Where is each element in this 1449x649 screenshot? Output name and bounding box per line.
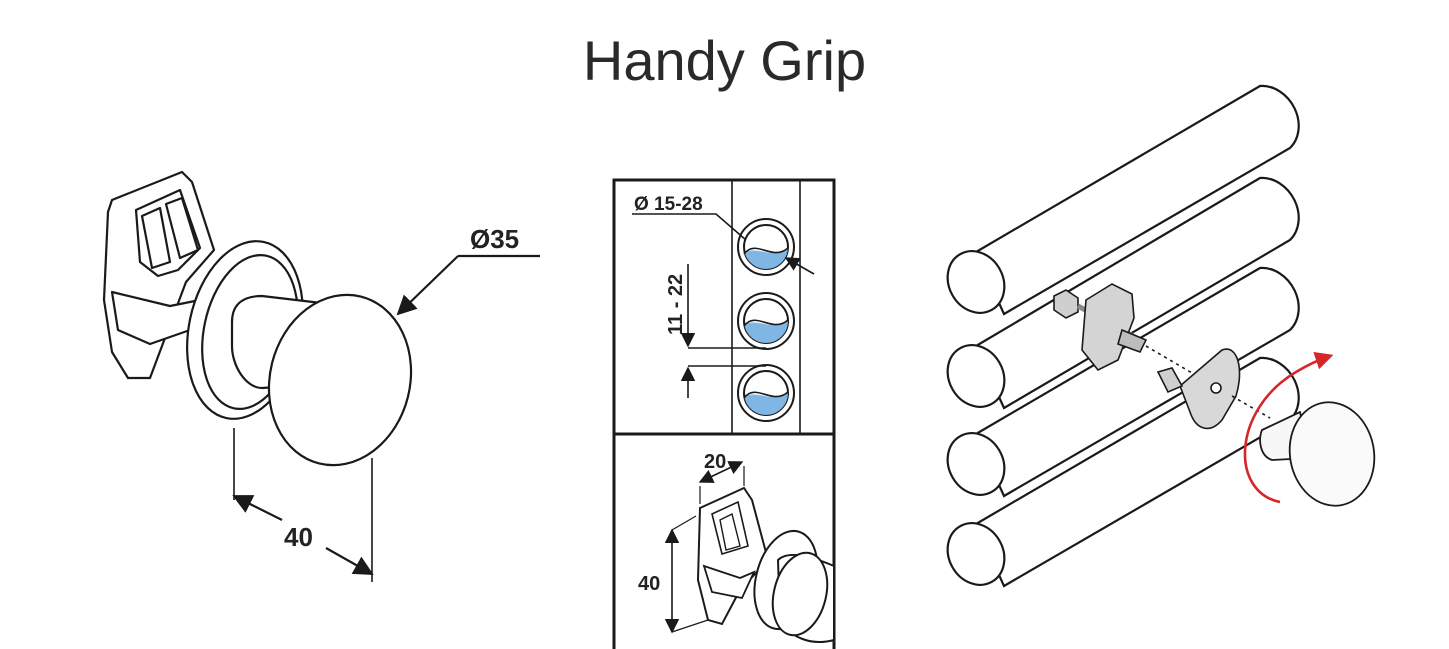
tube-section xyxy=(737,364,795,422)
page-title: Handy Grip xyxy=(582,29,867,92)
spacing-panel xyxy=(612,178,836,436)
clip-width-label: 20 xyxy=(704,451,726,473)
radiator-tube xyxy=(974,266,1300,498)
knob-drawing xyxy=(102,170,540,582)
clip-height-label: 40 xyxy=(638,573,660,595)
rotation-arrow xyxy=(1243,351,1334,504)
knob-depth-label: 40 xyxy=(284,522,313,552)
knob-diameter-label: Ø35 xyxy=(470,224,519,254)
knob-installed xyxy=(1259,401,1376,507)
clip-panel xyxy=(612,434,836,649)
tube-section xyxy=(737,218,795,276)
bolt-head xyxy=(1053,289,1079,319)
tube-section xyxy=(737,292,795,350)
mount-hardware xyxy=(1053,283,1271,430)
knob-cap xyxy=(267,293,413,467)
tube-diameter-label: Ø 15-28 xyxy=(634,194,703,215)
flange-plate xyxy=(1179,348,1241,430)
tube-spacing-label: 11 - 22 xyxy=(665,274,687,335)
radiator-tube xyxy=(974,176,1300,410)
radiator-tube xyxy=(974,84,1300,316)
